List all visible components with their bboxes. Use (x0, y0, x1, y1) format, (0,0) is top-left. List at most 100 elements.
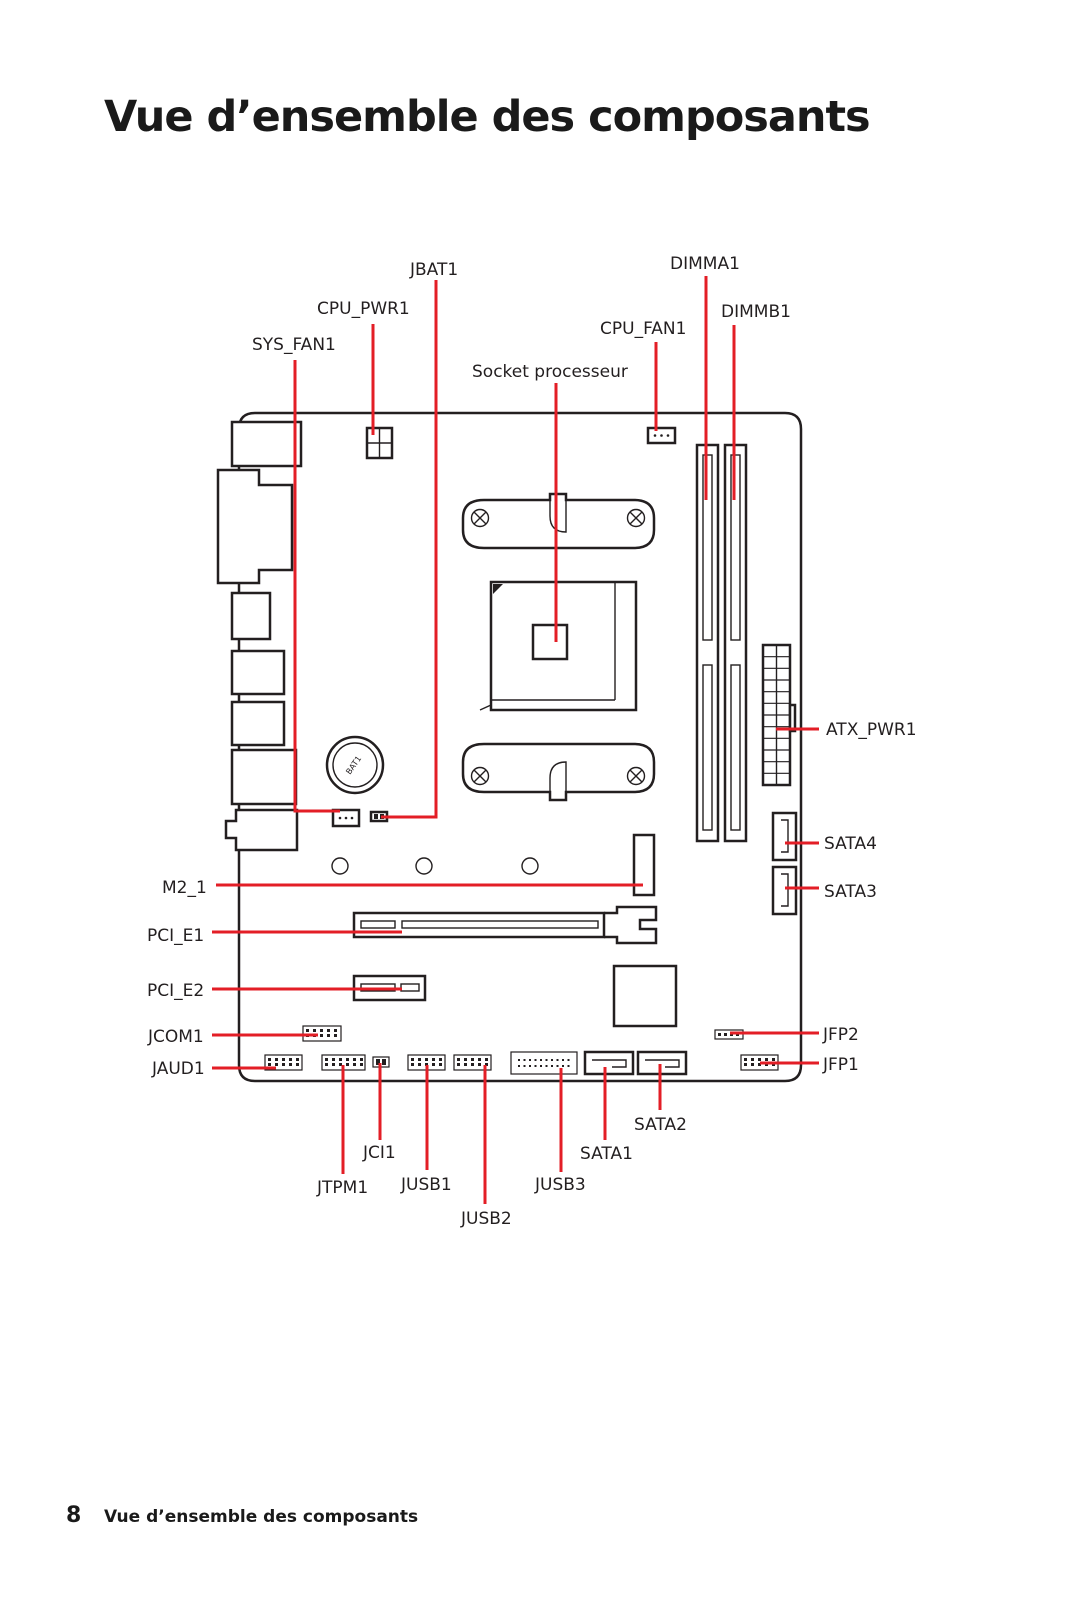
component-labels: JBAT1 DIMMA1 CPU_PWR1 DIMMB1 CPU_FAN1 SY… (147, 254, 917, 1229)
jusb2-header (453, 1054, 492, 1071)
header-pin (751, 1063, 754, 1066)
header-pin (471, 1063, 474, 1066)
header-pin (545, 1065, 548, 1067)
header-pin (275, 1058, 278, 1061)
label-sys-fan1: SYS_FAN1 (252, 335, 336, 355)
jaud1-header (264, 1054, 303, 1071)
header-pin (551, 1065, 553, 1067)
sata4-port (771, 811, 798, 862)
header-pin (485, 1058, 488, 1061)
header-pin (411, 1058, 414, 1061)
dimm-slots (695, 443, 748, 843)
header-pin (268, 1058, 271, 1061)
label-sata3: SATA3 (824, 882, 877, 902)
header-pin (545, 1059, 548, 1061)
header-pin (751, 1058, 754, 1061)
header-pin (432, 1058, 435, 1061)
label-jaud1: JAUD1 (151, 1059, 205, 1079)
header-pin (282, 1058, 285, 1061)
header-pin (346, 1058, 349, 1061)
rear-io-panel (216, 420, 303, 852)
jusb3-header (510, 1051, 578, 1075)
label-pcie1: PCI_E1 (147, 926, 204, 946)
header-pin (313, 1029, 316, 1032)
header-pin (551, 1059, 553, 1061)
header-pin (471, 1058, 474, 1061)
chipset (612, 964, 678, 1028)
header-pin (439, 1058, 442, 1061)
header-pin (289, 1063, 292, 1066)
header-pin (772, 1058, 775, 1061)
header-pin (325, 1058, 328, 1061)
leader-sys-fan1 (293, 360, 340, 813)
cmos-battery: BAT1 (325, 735, 385, 795)
header-pin (360, 1058, 363, 1061)
cpu-bracket-bottom (461, 742, 656, 802)
header-pin (562, 1059, 564, 1061)
header-pin (360, 1063, 363, 1066)
header-pin (353, 1063, 356, 1066)
label-m2: M2_1 (162, 878, 207, 898)
atx-pwr1-connector (761, 643, 797, 787)
header-pin (534, 1059, 537, 1061)
leader-jbat1 (381, 280, 438, 819)
label-sata4: SATA4 (824, 834, 877, 854)
sata1-port (583, 1050, 635, 1076)
header-pin (464, 1058, 467, 1061)
header-pin (332, 1058, 335, 1061)
header-pin (556, 1065, 559, 1067)
label-sata2: SATA2 (634, 1115, 687, 1135)
label-socket: Socket processeur (472, 362, 628, 382)
label-jci1: JCI1 (362, 1143, 396, 1163)
header-pin (567, 1065, 570, 1067)
header-pin (296, 1058, 299, 1061)
header-pin (523, 1059, 526, 1061)
header-pin (296, 1063, 299, 1066)
jusb1-header (407, 1054, 446, 1071)
header-pin (320, 1034, 323, 1037)
header-pin (339, 1058, 342, 1061)
header-pin (320, 1029, 323, 1032)
header-pin (275, 1063, 278, 1066)
page-number: 8 (66, 1503, 82, 1528)
header-pin (464, 1063, 467, 1066)
label-cpu-fan1: CPU_FAN1 (600, 319, 686, 339)
header-pin (744, 1058, 747, 1061)
label-dimma1: DIMMA1 (670, 254, 740, 274)
header-pin (334, 1029, 337, 1032)
cpu-socket (479, 580, 638, 712)
header-pin (268, 1063, 271, 1066)
header-pin (457, 1058, 460, 1061)
header-pin (534, 1065, 537, 1067)
header-pin (718, 1033, 721, 1036)
header-pin (282, 1063, 285, 1066)
label-jusb3: JUSB3 (534, 1175, 586, 1195)
label-cpu-pwr1: CPU_PWR1 (317, 299, 410, 319)
header-pin (425, 1058, 428, 1061)
header-pin (353, 1058, 356, 1061)
header-pin (758, 1058, 761, 1061)
sata2-port (636, 1050, 688, 1076)
mounting-holes (331, 857, 539, 875)
header-pin (327, 1029, 330, 1032)
header-pin (325, 1063, 328, 1066)
header-pin (529, 1059, 531, 1061)
label-jbat1: JBAT1 (409, 260, 458, 280)
header-pin (334, 1034, 337, 1037)
footer-section-title: Vue d’ensemble des composants (104, 1507, 419, 1527)
header-pin (485, 1063, 488, 1066)
header-pin (540, 1059, 542, 1061)
header-pin (332, 1063, 335, 1066)
header-pin (425, 1063, 428, 1066)
label-atx-pwr1: ATX_PWR1 (826, 720, 917, 740)
label-jcom1: JCOM1 (147, 1027, 204, 1047)
header-pin (339, 1063, 342, 1066)
header-pin (765, 1058, 768, 1061)
pcie1-slot (352, 905, 658, 945)
header-pin (346, 1063, 349, 1066)
header-pin (439, 1063, 442, 1066)
header-pin (457, 1063, 460, 1066)
header-pin (411, 1063, 414, 1066)
header-pin (306, 1029, 309, 1032)
